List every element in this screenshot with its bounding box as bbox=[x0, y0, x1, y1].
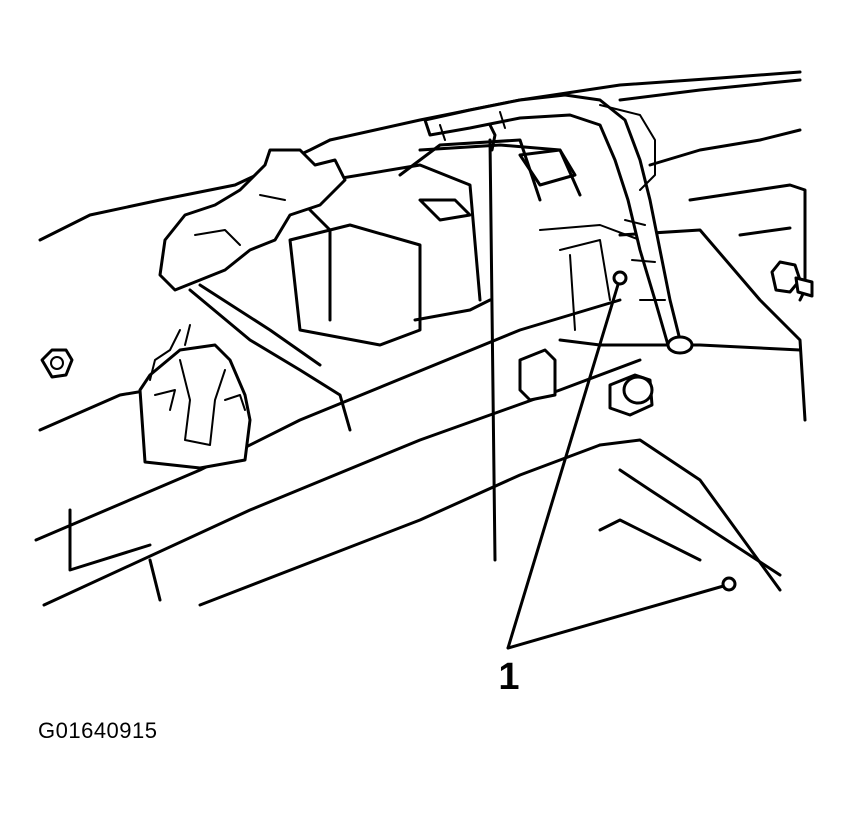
callout-label-1: 1 bbox=[498, 656, 520, 698]
harness-cover bbox=[158, 148, 347, 292]
retaining-rod bbox=[488, 138, 497, 562]
figure-id: G01640915 bbox=[38, 718, 158, 743]
bolt-left bbox=[40, 348, 74, 379]
wiring-harness bbox=[423, 93, 694, 355]
mount-bracket bbox=[518, 224, 641, 402]
callout-leaders bbox=[506, 270, 737, 650]
electrical-connector bbox=[138, 324, 252, 470]
bolt-right bbox=[770, 260, 814, 298]
stud-cylinder bbox=[608, 373, 654, 417]
housing-outline bbox=[34, 70, 807, 607]
